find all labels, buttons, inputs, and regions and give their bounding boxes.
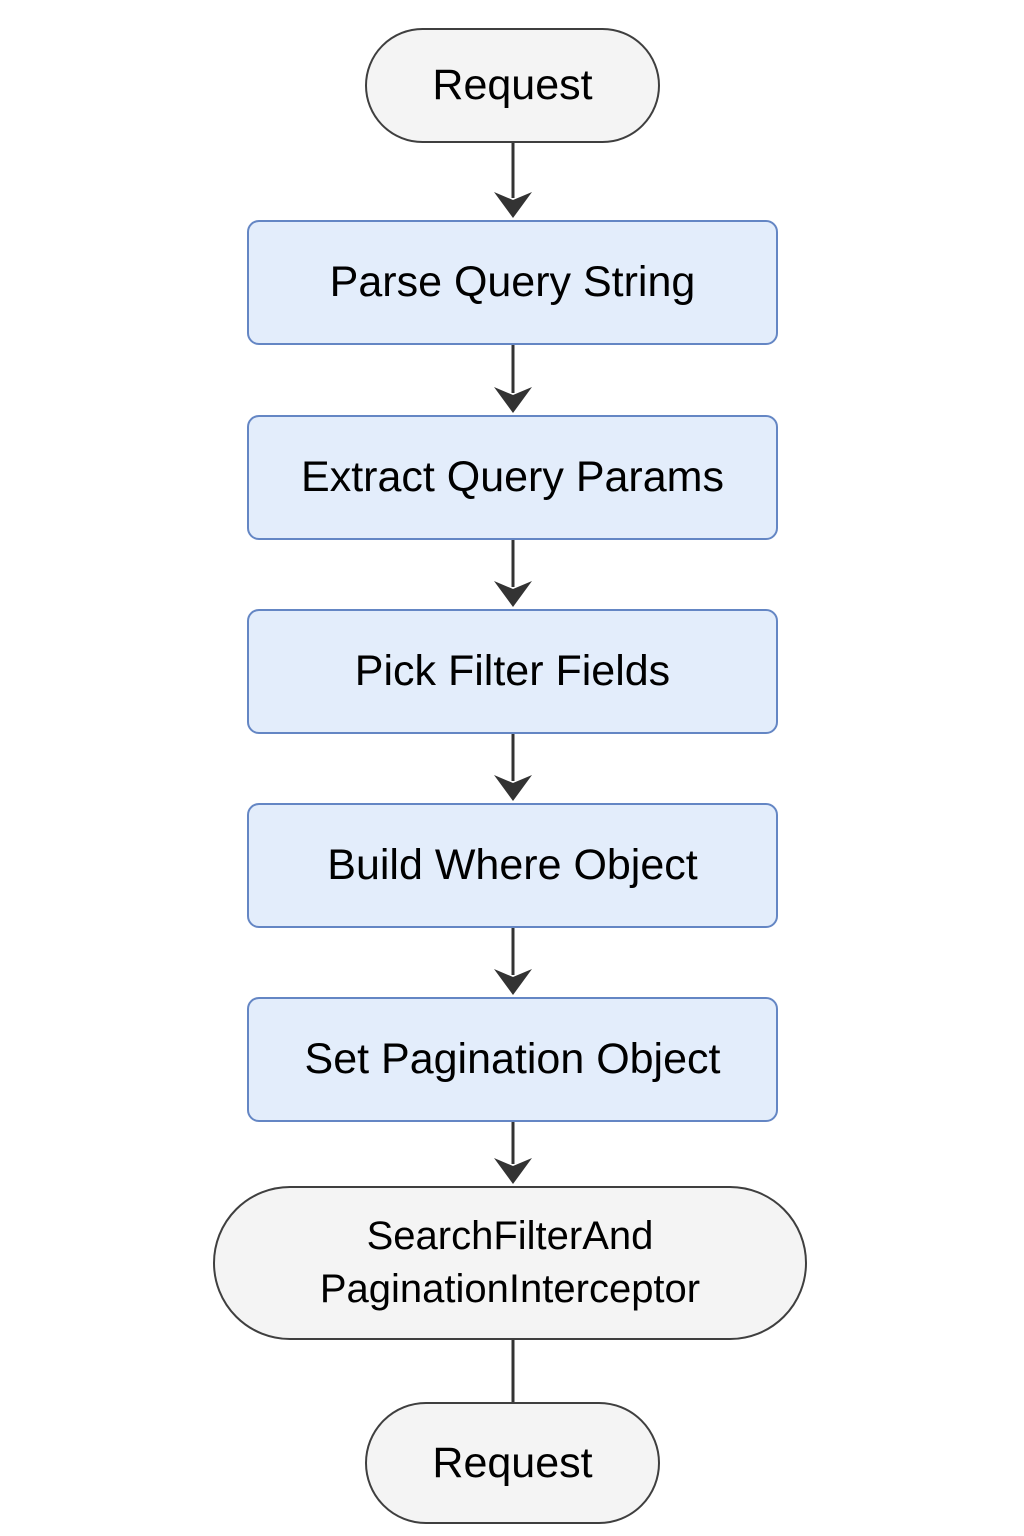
node-extract-query-params[interactable]: Extract Query Params [247, 415, 778, 540]
arrowhead-icon [494, 775, 532, 801]
node-set-pagination-object[interactable]: Set Pagination Object [247, 997, 778, 1122]
edge-extract-query-params-to-pick-filter-fields [494, 540, 532, 607]
arrowhead-icon [494, 387, 532, 413]
node-search-filter-and-pagination-interceptor[interactable]: SearchFilterAnd PaginationInterceptor [213, 1186, 807, 1340]
edge-parse-query-string-to-extract-query-params [494, 345, 532, 413]
arrowhead-icon [494, 581, 532, 607]
node-pick-filter-fields[interactable]: Pick Filter Fields [247, 609, 778, 734]
arrowhead-icon [494, 969, 532, 995]
edge-build-where-object-to-set-pagination-object [494, 928, 532, 995]
edge-request-top-to-parse-query-string [494, 143, 532, 218]
arrowhead-icon [494, 1158, 532, 1184]
node-parse-query-string[interactable]: Parse Query String [247, 220, 778, 345]
node-request-top[interactable]: Request [365, 28, 660, 143]
node-build-where-object[interactable]: Build Where Object [247, 803, 778, 928]
edge-pick-filter-fields-to-build-where-object [494, 734, 532, 801]
arrowhead-icon [494, 192, 532, 218]
edge-set-pagination-object-to-search-filter-and-pagination-interceptor [494, 1122, 532, 1184]
node-request-bottom[interactable]: Request [365, 1402, 660, 1524]
